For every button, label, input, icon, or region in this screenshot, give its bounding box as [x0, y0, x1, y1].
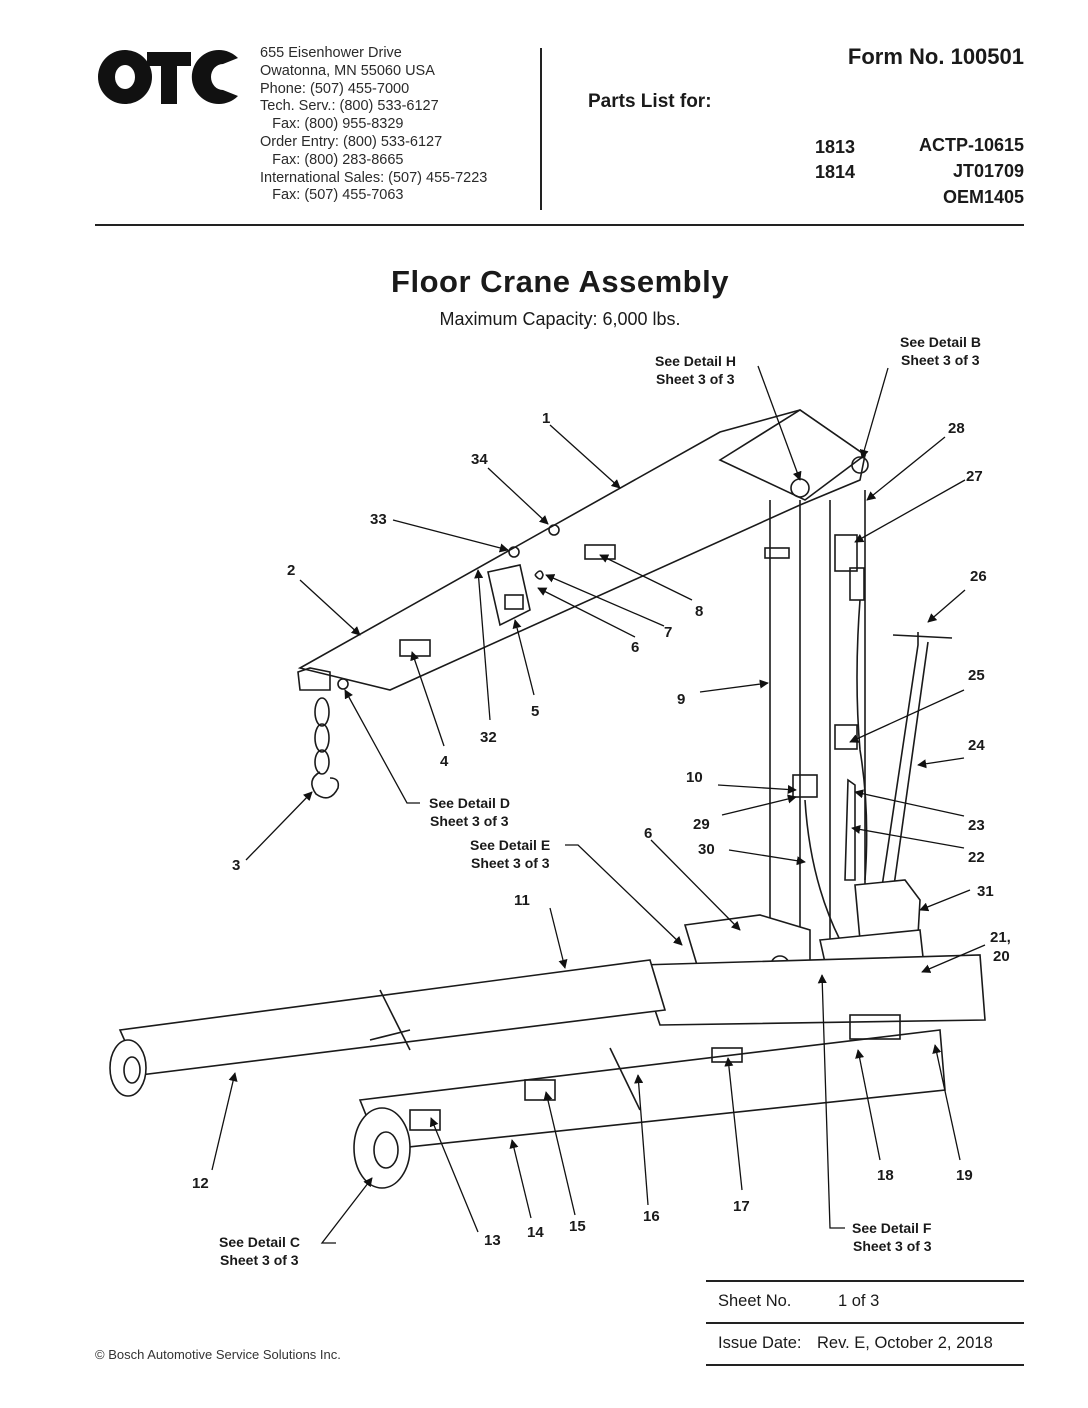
- detail-c-line1: See Detail C: [219, 1234, 300, 1250]
- part-number: ACTP-10615: [918, 135, 1024, 155]
- sheet-info-box: Sheet No. 1 of 3 Issue Date: Rev. E, Oct…: [706, 1280, 1024, 1366]
- page-title: Floor Crane Assembly: [391, 264, 729, 299]
- copyright: © Bosch Automotive Service Solutions Inc…: [95, 1347, 341, 1362]
- callout-label: 23: [968, 817, 985, 834]
- form-number: Form No. 100501: [847, 44, 1024, 69]
- leader-arrows: [211, 424, 986, 1233]
- callout-label: 3: [232, 857, 240, 874]
- header-rule: [95, 224, 1024, 226]
- callout-label: 5: [531, 703, 539, 720]
- callout-label: 20: [993, 948, 1010, 965]
- callout-label: 16: [643, 1208, 660, 1225]
- callout-label: 31: [977, 883, 994, 900]
- callout-label: 9: [677, 691, 685, 708]
- callout-label: 28: [948, 420, 965, 437]
- address-line: Phone: (507) 455-7000: [260, 80, 410, 97]
- detail-leaders: [320, 365, 889, 1244]
- address-line: Order Entry: (800) 533-6127: [260, 133, 443, 150]
- callout-label: 12: [192, 1175, 209, 1192]
- callout-label: 4: [440, 753, 449, 770]
- callout-label: 24: [968, 737, 985, 754]
- callout-label: 6: [631, 639, 639, 656]
- issue-value: Rev. E, October 2, 2018: [817, 1334, 993, 1352]
- header-divider: [540, 48, 542, 210]
- callout-label: 19: [956, 1167, 973, 1184]
- callout-label: 10: [686, 769, 703, 786]
- callout-label: 8: [695, 603, 703, 620]
- callout-label: 22: [968, 849, 985, 866]
- detail-h-line2: Sheet 3 of 3: [656, 371, 735, 387]
- detail-h-line1: See Detail H: [655, 353, 736, 369]
- callout-label: 6: [644, 825, 652, 842]
- part-number: OEM1405: [942, 187, 1024, 207]
- callout-label: 15: [569, 1218, 586, 1235]
- detail-d-line2: Sheet 3 of 3: [430, 813, 509, 829]
- callout-label: 25: [968, 667, 985, 684]
- detail-f-line2: Sheet 3 of 3: [853, 1238, 932, 1254]
- address-block: 655 Eisenhower Drive Owatonna, MN 55060 …: [260, 45, 487, 205]
- callout-label: 29: [693, 816, 710, 833]
- page-subtitle: Maximum Capacity: 6,000 lbs.: [439, 309, 681, 329]
- detail-c-line2: Sheet 3 of 3: [220, 1252, 299, 1268]
- callout-label: 2: [287, 562, 295, 579]
- callout-label: 17: [733, 1198, 750, 1215]
- address-line: Owatonna, MN 55060 USA: [260, 62, 435, 79]
- address-line: Fax: (800) 283-8665: [260, 151, 404, 168]
- callout-label: 21,: [990, 929, 1011, 946]
- sheet-label: Sheet No.: [718, 1292, 792, 1310]
- detail-references: See Detail H Sheet 3 of 3 See Detail B S…: [219, 334, 981, 1268]
- part-number: JT01709: [952, 161, 1024, 181]
- part-number: 1814: [815, 162, 856, 182]
- detail-d-line1: See Detail D: [429, 795, 510, 811]
- issue-date-row: Issue Date: Rev. E, October 2, 2018: [706, 1322, 1024, 1366]
- otc-logo: [98, 50, 238, 104]
- issue-label: Issue Date:: [718, 1334, 802, 1352]
- callout-label: 30: [698, 841, 715, 858]
- callout-label: 14: [527, 1224, 544, 1241]
- callout-label: 27: [966, 468, 983, 485]
- sheet-number-row: Sheet No. 1 of 3: [706, 1280, 1024, 1322]
- callout-label: 7: [664, 624, 672, 641]
- detail-b-line2: Sheet 3 of 3: [901, 352, 980, 368]
- address-line: Fax: (507) 455-7063: [260, 187, 404, 204]
- callout-label: 18: [877, 1167, 894, 1184]
- callout-label: 33: [370, 511, 387, 528]
- callout-label: 1: [542, 410, 550, 427]
- address-line: 655 Eisenhower Drive: [260, 45, 402, 61]
- callout-label: 34: [471, 451, 488, 468]
- callout-label: 13: [484, 1232, 501, 1249]
- callout-label: 26: [970, 568, 987, 585]
- callout-label: 11: [514, 892, 530, 909]
- detail-e-line1: See Detail E: [470, 837, 550, 853]
- address-line: Fax: (800) 955-8329: [260, 116, 404, 133]
- detail-e-line2: Sheet 3 of 3: [471, 855, 550, 871]
- detail-b-line1: See Detail B: [900, 334, 981, 350]
- callout-label: 32: [480, 729, 497, 746]
- address-line: International Sales: (507) 455-7223: [260, 169, 488, 186]
- callout-labels: 1 2 3 4 5 6 6 7 8 9 10 11 12 13 14 15 16…: [192, 410, 1011, 1249]
- part-number: 1813: [815, 137, 856, 157]
- parts-list-label: Parts List for:: [588, 91, 712, 112]
- crane-drawing: [109, 409, 986, 1189]
- sheet-value: 1 of 3: [838, 1292, 880, 1310]
- address-line: Tech. Serv.: (800) 533-6127: [260, 98, 439, 115]
- detail-f-line1: See Detail F: [852, 1220, 932, 1236]
